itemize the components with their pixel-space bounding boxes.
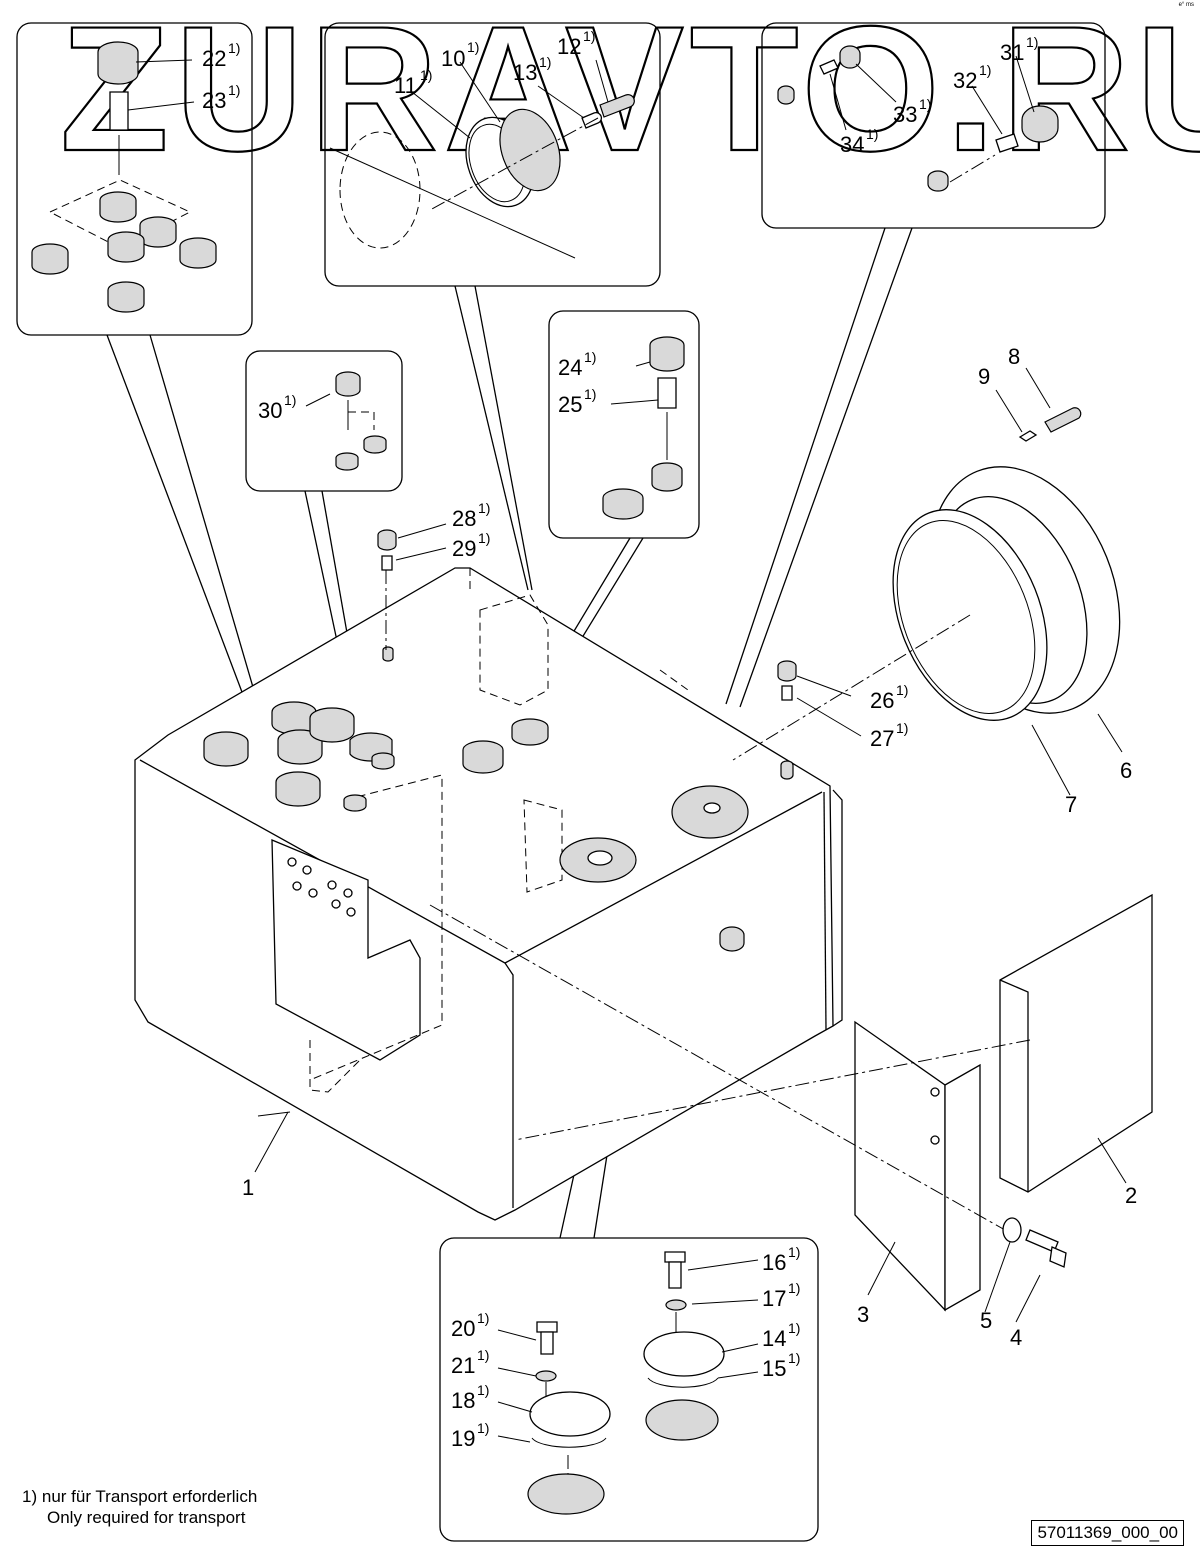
svg-text:1): 1) [477,1310,489,1326]
callout-30: 30 [258,398,282,423]
detail-fittings-22-23 [31,41,217,313]
svg-text:1): 1) [467,39,479,55]
svg-text:1): 1) [583,28,595,44]
svg-text:1): 1) [228,82,240,98]
detail-cover-ring-10-13 [329,94,635,259]
callout-21: 21 [451,1353,475,1378]
bolt-and-washer [1002,1217,1067,1268]
detail-plug-30 [335,371,387,471]
callout-12: 12 [557,34,581,59]
plug-fitting-28-29 [377,529,397,571]
callout-24: 24 [558,355,582,380]
callout-33: 33 [893,102,917,127]
hydraulic-tank [134,567,843,1221]
svg-text:1): 1) [866,126,878,142]
transport-footnote: 1) nur für Transport erforderlich Only r… [22,1486,257,1528]
callout-15: 15 [762,1356,786,1381]
svg-text:1): 1) [228,40,240,56]
callout-18: 18 [451,1388,475,1413]
svg-text:1): 1) [539,54,551,70]
svg-text:1): 1) [1026,34,1038,50]
svg-text:1): 1) [979,62,991,78]
callout-11: 11 [394,73,417,98]
callout-5: 5 [980,1308,992,1333]
callout-9: 9 [978,364,990,389]
callout-34: 34 [840,132,864,157]
detail-cap-24-25 [602,336,685,520]
svg-text:1): 1) [788,1244,800,1260]
tank-brackets [429,893,1153,1312]
callout-14: 14 [762,1326,786,1351]
callout-17: 17 [762,1286,786,1311]
callout-10: 10 [441,46,465,71]
svg-text:1): 1) [584,349,596,365]
svg-text:1): 1) [788,1320,800,1336]
svg-text:1): 1) [896,682,908,698]
svg-text:1): 1) [420,67,432,83]
plug-fitting-26-27 [777,660,797,701]
callout-8: 8 [1008,344,1020,369]
callout-26: 26 [870,688,894,713]
drawing-number: 57011369_000_00 [1031,1520,1184,1546]
callout-28: 28 [452,506,476,531]
svg-text:1): 1) [788,1280,800,1296]
detail-fittings-31-34 [777,45,1059,192]
svg-text:1): 1) [477,1347,489,1363]
callout-27: 27 [870,726,894,751]
callout-22: 22 [202,46,226,71]
footnote-german: nur für Transport erforderlich [41,1487,258,1506]
footnote-english: Only required for transport [47,1508,246,1527]
corner-mark: e° ms [1178,2,1194,8]
svg-text:1): 1) [788,1350,800,1366]
callout-19: 19 [451,1426,475,1451]
tank-flange-parts [732,407,1121,761]
callout-6: 6 [1120,758,1132,783]
detail-box-fittings-right [761,22,1106,229]
svg-text:1): 1) [477,1420,489,1436]
callout-3: 3 [857,1302,869,1327]
svg-text:1): 1) [478,500,490,516]
callout-leaders [127,55,1127,1443]
detail-covers-14-21 [527,1251,725,1515]
callout-4: 4 [1010,1325,1022,1350]
svg-text:1): 1) [896,720,908,736]
detail-box-covers-bottom [439,1237,819,1542]
callout-25: 25 [558,392,582,417]
svg-text:1): 1) [477,1382,489,1398]
callout-29: 29 [452,536,476,561]
callout-16: 16 [762,1250,786,1275]
svg-text:1): 1) [284,392,296,408]
svg-text:1): 1) [919,96,931,112]
footnote-marker: 1) [22,1487,38,1506]
callout-31: 31 [1000,40,1024,65]
callout-1: 1 [242,1175,254,1200]
callout-7: 7 [1065,792,1077,817]
svg-text:1): 1) [584,386,596,402]
detail-box-plug [245,350,403,492]
callout-23: 23 [202,88,226,113]
callout-32: 32 [953,68,977,93]
callout-labels: 1 2 3 4 5 6 7 8 9 10 1) 11 1) 12 1) 13 1… [202,28,1137,1451]
callout-13: 13 [513,60,537,85]
svg-text:1): 1) [478,530,490,546]
callout-20: 20 [451,1316,475,1341]
callout-2: 2 [1125,1183,1137,1208]
